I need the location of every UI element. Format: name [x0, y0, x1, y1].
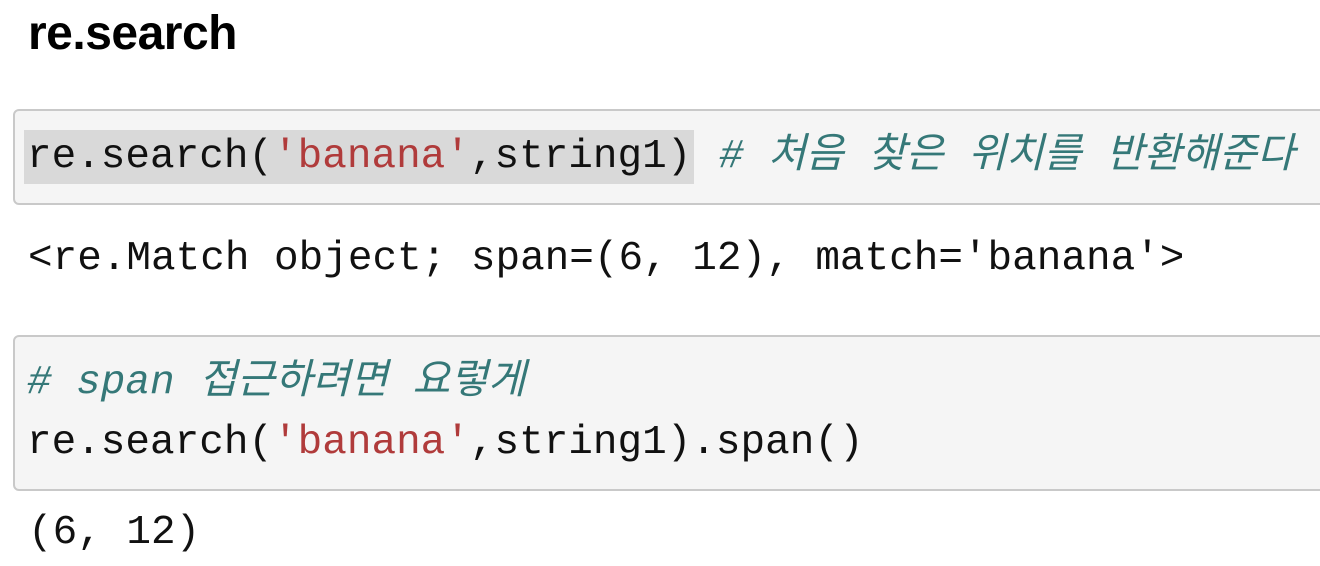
- output-text-1: <re.Match object; span=(6, 12), match='b…: [28, 236, 1185, 283]
- code-line: re.search('banana',string1).span(): [27, 413, 1320, 473]
- code-segment: re.search(: [27, 420, 274, 467]
- output-text-2: (6, 12): [28, 510, 201, 557]
- code-cell-1[interactable]: re.search('banana',string1) # 처음 찾은 위치를 …: [13, 109, 1320, 206]
- code-comment: # 처음 찾은 위치를 반환해준다: [718, 134, 1295, 181]
- highlighted-code: re.search('banana',string1): [24, 130, 695, 185]
- string-literal: 'banana': [273, 134, 470, 181]
- code-line: re.search('banana',string1) # 처음 찾은 위치를 …: [24, 127, 1320, 187]
- code-segment: ,string1).span(): [469, 420, 864, 467]
- page-title: re.search: [28, 7, 238, 60]
- code-line: # span 접근하려면 요렇게: [27, 353, 1320, 413]
- code-segment: re.search(: [27, 134, 274, 181]
- code-segment: ,string1): [469, 134, 692, 181]
- string-literal: 'banana': [273, 420, 470, 467]
- code-comment: # span 접근하려면 요렇게: [27, 360, 526, 407]
- code-cell-2[interactable]: # span 접근하려면 요렇게 re.search('banana',stri…: [13, 335, 1320, 492]
- code-segment: [694, 134, 719, 180]
